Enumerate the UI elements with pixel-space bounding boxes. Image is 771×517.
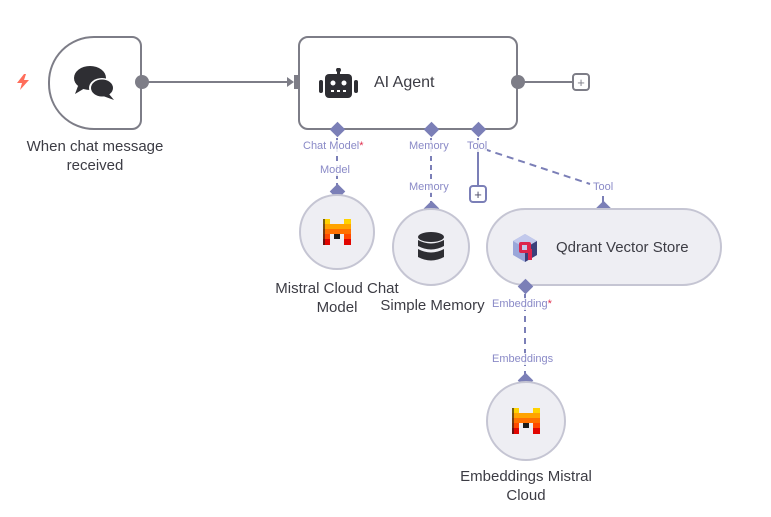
- model-port-label: Model: [320, 164, 350, 176]
- simple-memory-label: Simple Memory: [380, 297, 485, 314]
- qdrant-vector-store-node[interactable]: Qdrant Vector Store: [486, 208, 722, 286]
- required-marker: *: [359, 140, 364, 152]
- embeddings-port-label: Embeddings: [492, 353, 554, 365]
- ai-agent-node[interactable]: AI Agent: [298, 36, 518, 130]
- qdrant-title: Qdrant Vector Store: [556, 239, 689, 256]
- label-line: Model: [316, 299, 358, 316]
- memory-port-label: Memory: [409, 140, 449, 152]
- embeddings-mistral-cloud-node[interactable]: [486, 381, 566, 461]
- mistral-logo-icon: [512, 408, 540, 434]
- mistral-chat-label: Mistral Cloud Chat Model: [262, 279, 412, 317]
- database-icon: [418, 232, 444, 261]
- trigger-output-port[interactable]: [135, 75, 149, 89]
- required-marker: *: [547, 298, 552, 310]
- trigger-node[interactable]: [48, 36, 142, 130]
- connection-arrow: [287, 77, 294, 87]
- qdrant-logo-icon: [513, 234, 537, 262]
- chat-model-port-label: Chat Model*: [303, 140, 364, 152]
- memory-input-port-label: Memory: [409, 181, 449, 193]
- mistral-cloud-chat-model-node[interactable]: [299, 194, 375, 270]
- robot-icon: [319, 68, 358, 98]
- add-tool-button[interactable]: +: [469, 185, 487, 203]
- label-line: Embeddings Mistral: [460, 468, 592, 485]
- embeddings-label: Embeddings Mistral Cloud: [440, 467, 612, 505]
- agent-input-port[interactable]: [294, 75, 299, 89]
- chat-bubbles-icon: [74, 66, 115, 100]
- label-line: Cloud: [506, 487, 546, 504]
- qdrant-tool-port-label: Tool: [593, 181, 614, 193]
- embedding-port-label: Embedding*: [492, 298, 552, 310]
- lightning-bolt-icon: [17, 74, 29, 90]
- add-node-after-agent-button[interactable]: +: [572, 73, 590, 91]
- simple-memory-node[interactable]: [392, 208, 470, 286]
- agent-output-port[interactable]: [511, 75, 525, 89]
- connection-tool-qdrant[interactable]: [483, 148, 591, 185]
- tool-port-label: Tool: [467, 140, 488, 152]
- ai-agent-title: AI Agent: [374, 74, 435, 91]
- trigger-label: When chat message received: [26, 138, 164, 174]
- mistral-logo-icon: [323, 219, 351, 245]
- label-line: Mistral Cloud Chat: [275, 280, 399, 297]
